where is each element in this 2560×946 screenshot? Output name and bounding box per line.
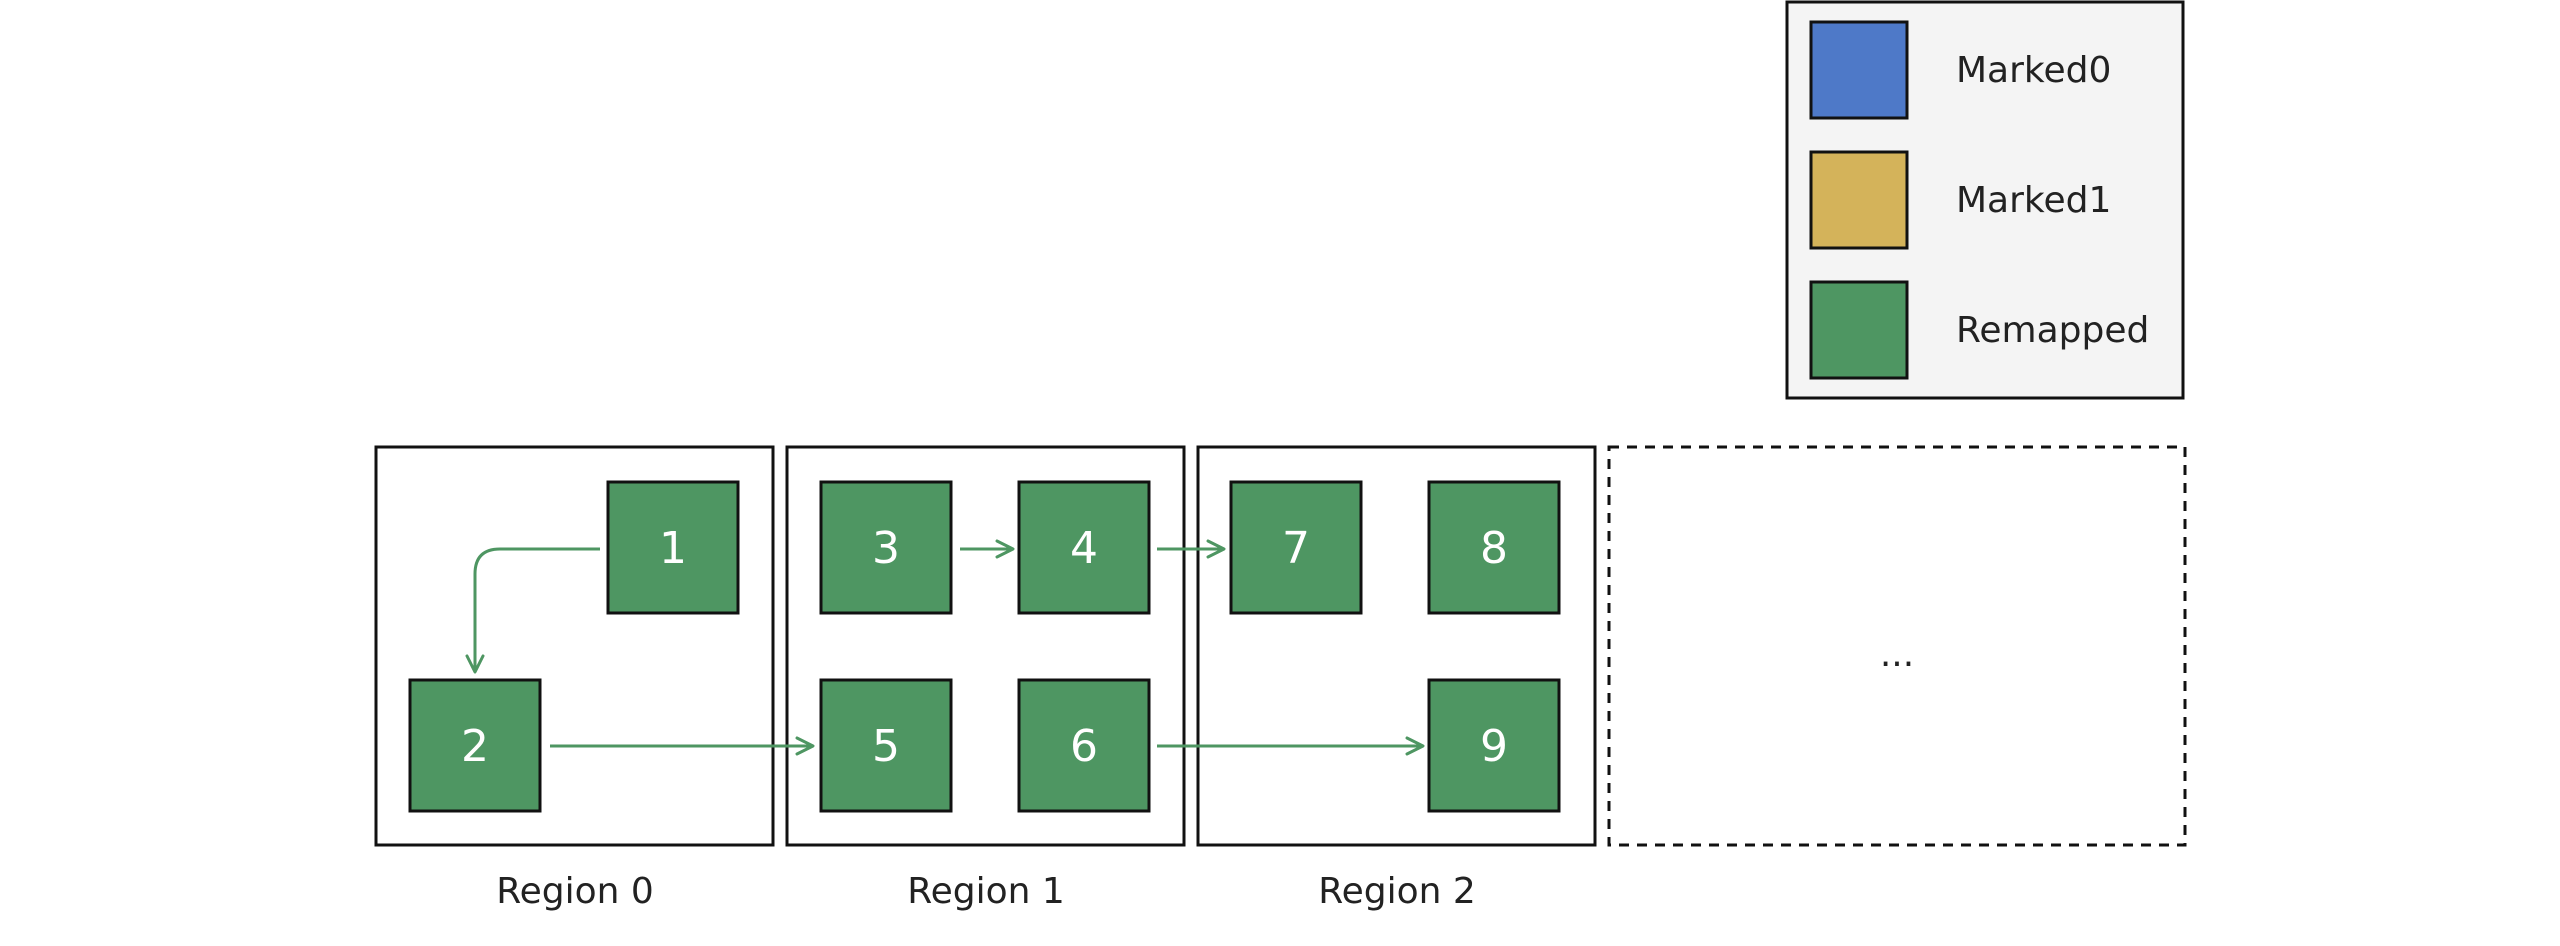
legend-swatch-marked1 [1809,150,1909,250]
block-7 [1229,480,1363,615]
block-2 [408,678,542,813]
region-more-box [1607,445,2187,847]
block-3-label: 3 [872,523,900,574]
blocks: 1 2 3 4 5 6 7 8 9 [408,480,1561,813]
arrow-1-to-2 [465,547,600,674]
block-1-label: 1 [659,523,687,574]
region-2-label: Region 2 [1318,871,1476,912]
arrows [465,539,1425,756]
region-1-label: Region 1 [907,871,1065,912]
legend-label-marked1: Marked1 [1956,180,2111,221]
region-0-label: Region 0 [496,871,654,912]
legend: Marked0 Marked1 Remapped [1785,0,2185,400]
regions: ... Region 0 Region 1 Region 2 [374,445,2187,912]
block-5-label: 5 [872,721,900,772]
block-4 [1017,480,1151,615]
block-9 [1427,678,1561,813]
block-6 [1017,678,1151,813]
region-2-box [1196,445,1597,847]
legend-label-remapped: Remapped [1956,310,2149,351]
block-9-label: 9 [1480,721,1508,772]
block-1 [606,480,740,615]
legend-swatch-marked0 [1809,20,1909,120]
block-5 [819,678,953,813]
region-1-box [785,445,1186,847]
block-4-label: 4 [1070,523,1098,574]
block-6-label: 6 [1070,721,1098,772]
legend-label-marked0: Marked0 [1956,50,2111,91]
region-0-box [374,445,775,847]
region-more-ellipsis: ... [1880,634,1914,675]
block-3 [819,480,953,615]
block-8 [1427,480,1561,615]
legend-swatch-remapped [1809,280,1909,380]
block-8-label: 8 [1480,523,1508,574]
block-7-label: 7 [1282,523,1310,574]
block-2-label: 2 [461,721,489,772]
